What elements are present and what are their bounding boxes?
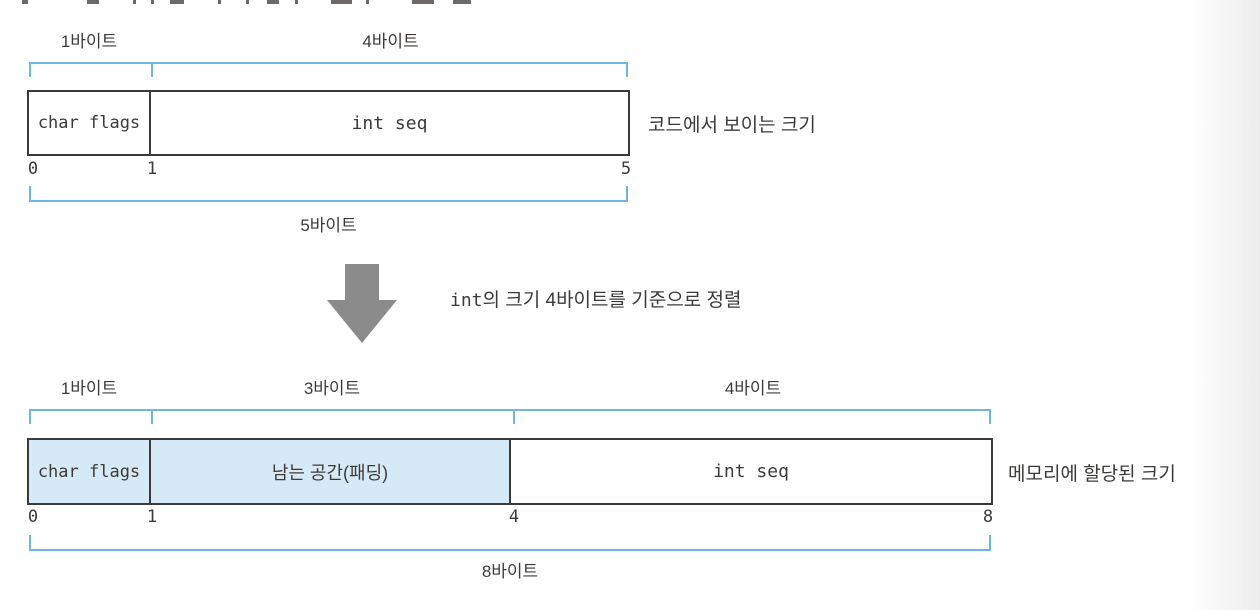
clipped-title-fragment: [218, 0, 221, 4]
page-edge-shade: [1188, 0, 1260, 610]
bracket-tick: [151, 411, 153, 424]
cell-char-flags: char flags: [29, 92, 151, 154]
top-scale-5: 5: [620, 159, 632, 179]
down-arrow-head: [327, 300, 397, 343]
clipped-title-fragment: [246, 0, 249, 4]
top-scale-0: 0: [27, 159, 39, 179]
clipped-title-fragment: [453, 0, 471, 4]
clipped-title-fragment: [366, 0, 369, 4]
clipped-title-fragment: [170, 0, 184, 4]
bottom-memory-box: char flags 남는 공간(패딩) int seq: [27, 438, 993, 505]
clipped-title-fragment: [87, 0, 99, 4]
clipped-title-fragment: [267, 0, 279, 4]
bottom-byte-label-3: 3바이트: [303, 379, 361, 398]
clipped-title-fragment: [133, 0, 136, 4]
top-byte-label-1: 1바이트: [60, 32, 118, 51]
cell-char-flags: char flags: [29, 440, 151, 503]
bottom-lower-bracket: [29, 535, 991, 551]
top-upper-bracket: [29, 62, 628, 77]
cell-int-seq: int seq: [351, 112, 428, 134]
clipped-title-fragment: [331, 0, 352, 4]
clipped-title-fragment: [412, 0, 434, 4]
bottom-scale-4: 4: [508, 507, 520, 527]
annotation-text: 의 크기 4바이트를 기준으로 정렬: [482, 290, 742, 311]
bottom-upper-bracket: [29, 409, 991, 424]
top-caption: 코드에서 보이는 크기: [648, 115, 816, 136]
top-total-label: 5바이트: [300, 216, 357, 235]
top-memory-box: char flags int seq: [27, 90, 630, 156]
cell-padding: 남는 공간(패딩): [151, 440, 511, 503]
bottom-total-label: 8바이트: [481, 562, 539, 581]
bracket-tick: [513, 411, 515, 424]
annotation-code: int: [450, 290, 483, 311]
bottom-caption: 메모리에 할당된 크기: [1008, 464, 1176, 485]
clipped-title-fragment: [22, 0, 28, 4]
cell-int-seq: int seq: [713, 461, 789, 482]
transition-annotation: int의 크기 4바이트를 기준으로 정렬: [450, 285, 741, 312]
clipped-title-fragment: [295, 0, 298, 4]
bottom-byte-label-4: 4바이트: [724, 379, 782, 398]
bracket-tick: [151, 64, 153, 77]
top-byte-label-4: 4바이트: [362, 32, 419, 51]
top-lower-bracket: [29, 186, 628, 202]
bottom-byte-label-1: 1바이트: [60, 379, 118, 398]
top-scale-1: 1: [146, 159, 158, 179]
bottom-scale-0: 0: [27, 507, 39, 527]
bottom-scale-1: 1: [146, 507, 158, 527]
clipped-title-fragment: [151, 0, 154, 4]
down-arrow-icon: [345, 264, 379, 301]
bottom-scale-8: 8: [982, 507, 994, 527]
